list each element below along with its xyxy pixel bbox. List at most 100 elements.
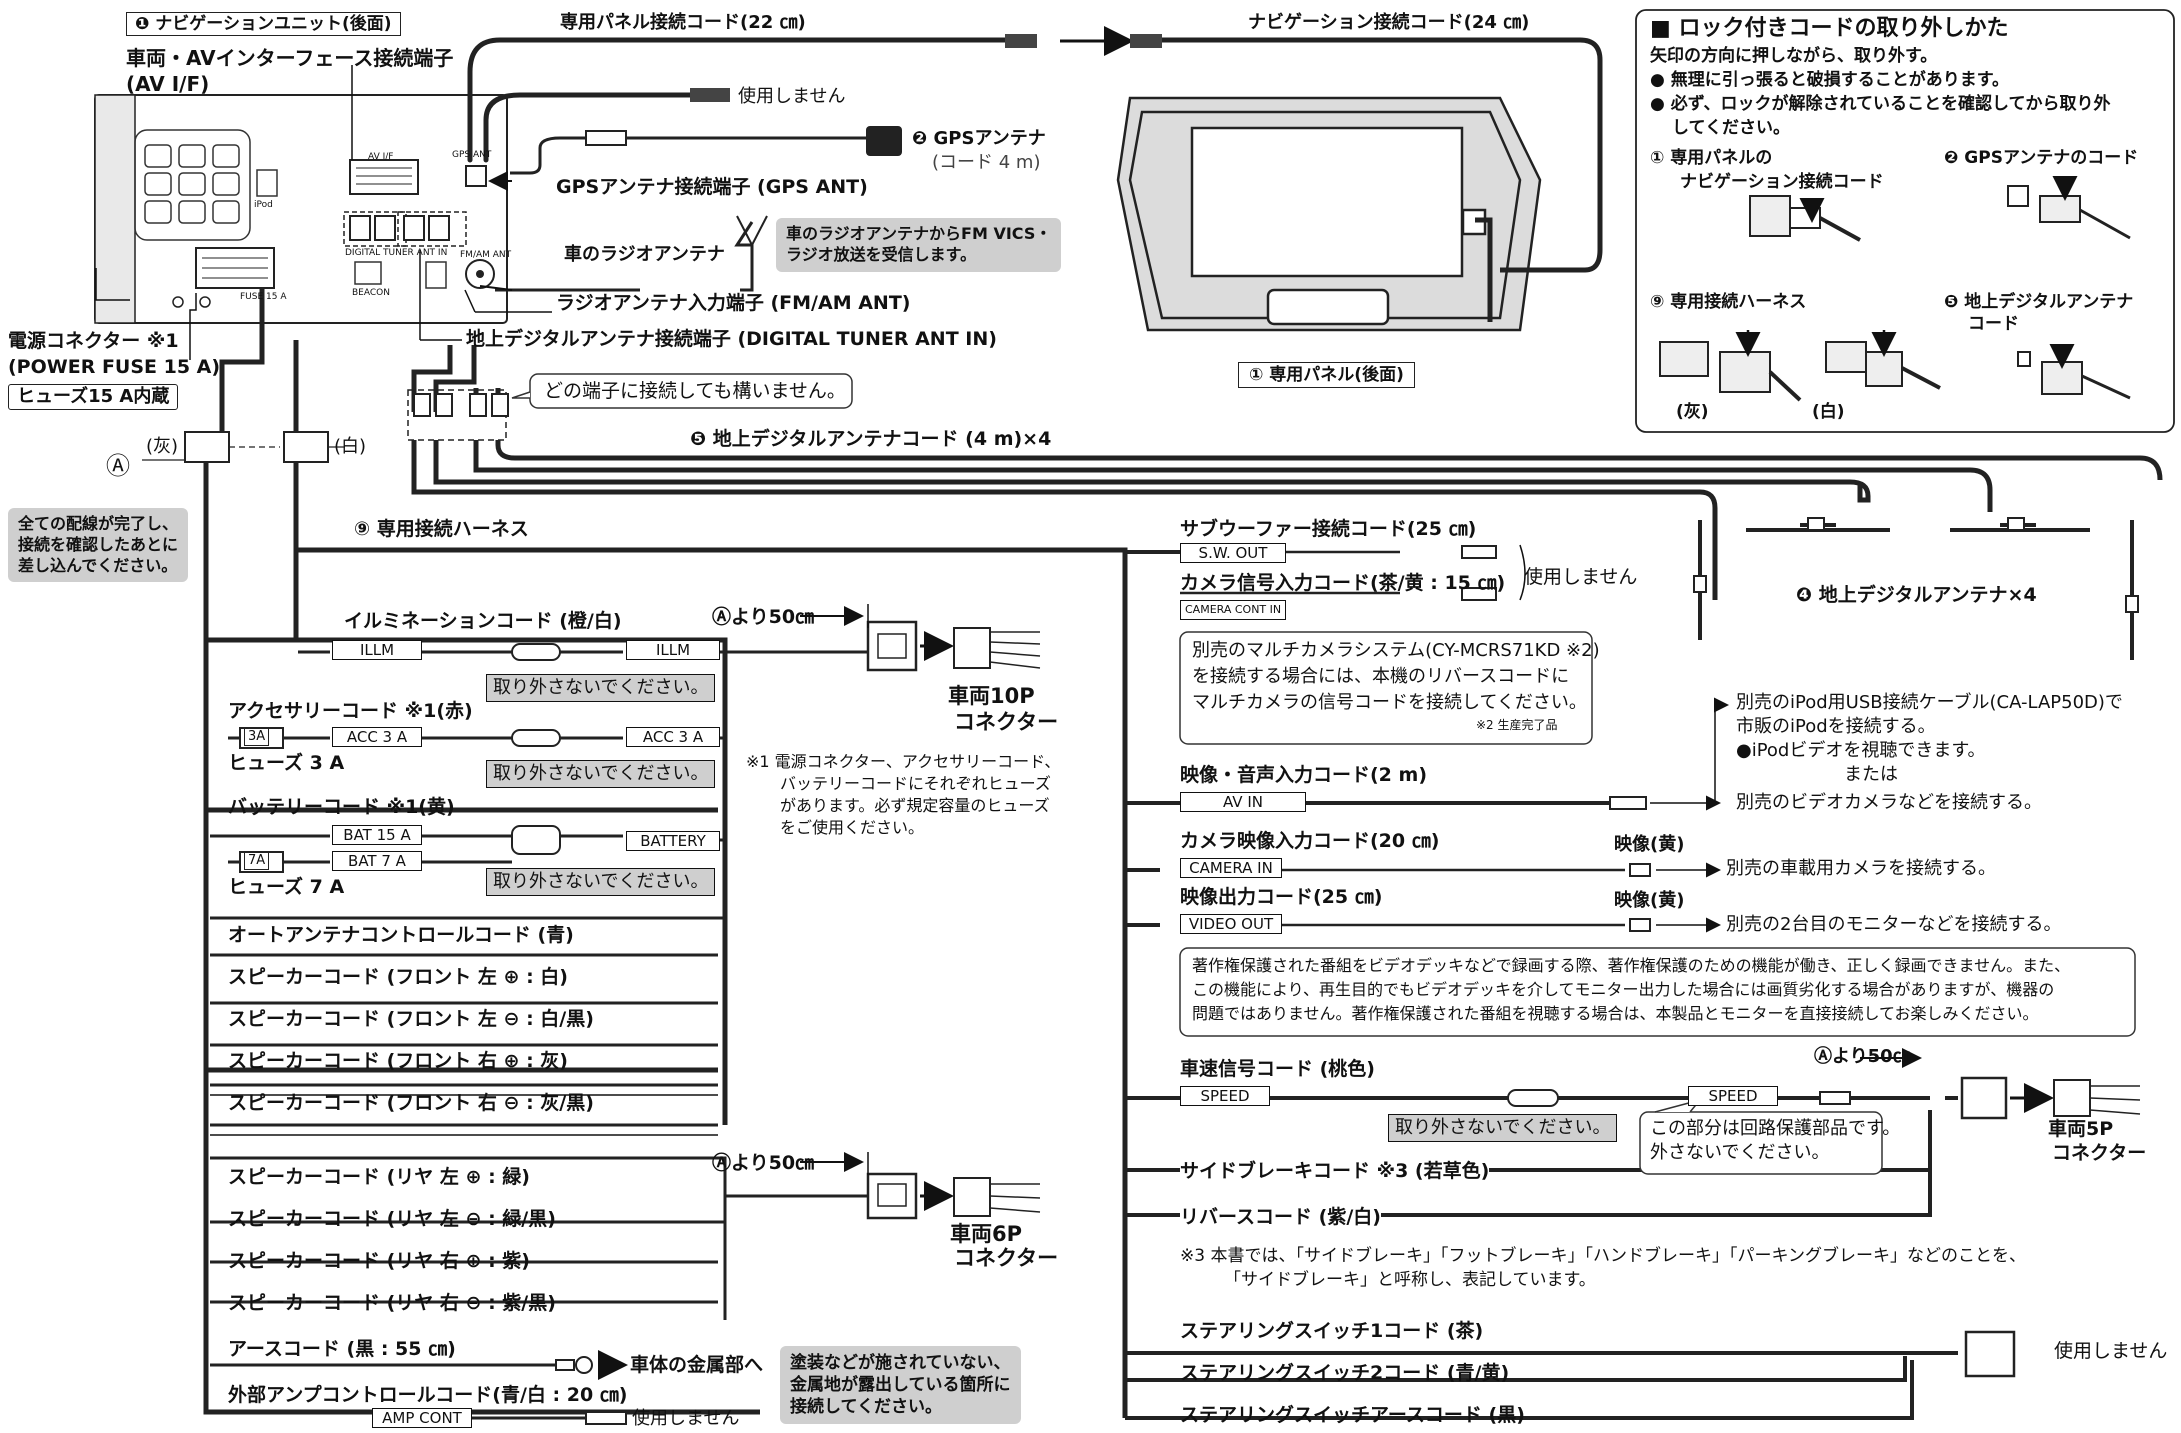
bat7-box: BAT 7 A	[332, 851, 422, 871]
sw-cord-label: サブウーファー接続コード(25 ㎝)	[1180, 518, 1477, 540]
steer2: ステアリングスイッチ2コード (青/黄)	[1180, 1362, 1510, 1384]
lock-line2: ● 無理に引っ張ると破損することがあります。	[1650, 70, 2010, 90]
acc3a-box-1: ACC 3 A	[332, 727, 422, 747]
unused-top: 使用しません	[738, 86, 846, 107]
do-not-remove-1: 取り外さないでください。	[486, 674, 716, 702]
steer1: ステアリングスイッチ1コード (茶)	[1180, 1320, 1484, 1342]
sp-rr-minus: スピーカーコード (リヤ 右 ⊖ : 紫/黒)	[228, 1292, 556, 1314]
lock-item2: ❷ GPSアンテナのコード	[1944, 148, 2139, 168]
steering-connector	[1964, 1330, 2016, 1378]
note1-3: があります。必ず規定容量のヒューズ	[780, 796, 1050, 815]
multi-3: マルチカメラの信号コードを接続してください。	[1192, 692, 1587, 713]
lock-line1: 矢印の方向に押しながら、取り外す。	[1650, 46, 1938, 66]
from-a-10p: Ⓐより50㎝	[712, 606, 815, 628]
conn10p-1: 車両10P	[948, 684, 1035, 708]
speed-cord: 車速信号コード (桃色)	[1180, 1058, 1375, 1080]
sp-rl-minus: スピーカーコード (リヤ 左 ⊖ : 緑/黒)	[228, 1208, 556, 1230]
any-terminal-note: どの端子に接続しても構いません。	[544, 380, 846, 402]
unit-gps: GPS ANT	[452, 150, 492, 160]
fuse3a-label: ヒューズ 3 A	[228, 752, 345, 774]
protect-2: 外さないでください。	[1650, 1142, 1830, 1163]
illm-box-1: ILLM	[332, 640, 422, 660]
vehicle-5p-connector	[1960, 1076, 2141, 1120]
vout-box: VIDEO OUT	[1180, 914, 1282, 934]
do-not-remove-4: 取り外さないでください。	[1388, 1114, 1618, 1142]
unit-avif: AV I/F	[368, 152, 394, 162]
panel-cord	[467, 37, 1603, 183]
video-cam: 別売のビデオカメラなどを接続する。	[1736, 792, 2042, 813]
harness-label: ⑨ 専用接続ハーネス	[354, 518, 529, 540]
nav-plug	[1130, 34, 1162, 48]
sp-fl-minus: スピーカーコード (フロント 左 ⊖ : 白/黒)	[228, 1008, 594, 1030]
conn5p-1: 車両5P	[2048, 1118, 2114, 1140]
amp-unused: 使用しません	[632, 1408, 740, 1429]
cam-box: CAMERA CONT IN	[1180, 600, 1286, 620]
ipod-2: 市販のiPodを接続する。	[1736, 716, 1936, 737]
lock-line3: ● 必ず、ロックが解除されていることを確認してから取り外	[1650, 94, 2111, 114]
unit-fuse: FUSE 15 A	[240, 292, 287, 302]
radio-antenna-label: 車のラジオアンテナ	[564, 244, 725, 265]
steer-unused: 使用しません	[2054, 1340, 2168, 1362]
fuse7a-tag: 7A	[244, 852, 270, 870]
earth-label: アースコード (黒 : 55 ㎝)	[228, 1338, 456, 1360]
from-a-6p: Ⓐより50㎝	[712, 1152, 815, 1174]
lock-line4: してください。	[1672, 118, 1790, 138]
cam-in-box: CAMERA IN	[1180, 858, 1282, 878]
ipod-4: または	[1844, 764, 1898, 785]
complete-note: 全ての配線が完了し、接続を確認したあとに差し込んでください。	[8, 508, 189, 583]
video-yellow-2: 映像(黄)	[1614, 890, 1685, 911]
white-label: (白)	[334, 436, 367, 457]
battery-label: バッテリーコード ※1(黄)	[228, 796, 455, 818]
earth-note: 塗装などが施されていない、金属地が露出している箇所に接続してください。	[780, 1346, 1021, 1425]
note1-4: をご使用ください。	[780, 818, 925, 837]
digital-terminal-label: 地上デジタルアンテナ接続端子 (DIGITAL TUNER ANT IN)	[466, 328, 997, 350]
ipod-3: ●iPodビデオを視聴できます。	[1736, 740, 1986, 761]
sw-box: S.W. OUT	[1180, 543, 1286, 563]
acc-label: アクセサリーコード ※1(赤)	[228, 700, 473, 722]
power-connector-label: 電源コネクター ※1	[8, 330, 179, 352]
sp-fr-plus: スピーカーコード (フロント 右 ⊕ : 灰)	[228, 1050, 568, 1072]
do-not-remove-2: 取り外さないでください。	[486, 760, 716, 788]
illm-box-2: ILLM	[626, 640, 720, 660]
side-brake: サイドブレーキコード ※3 (若草色)	[1180, 1160, 1490, 1183]
vout-cord: 映像出力コード(25 ㎝)	[1180, 886, 1383, 908]
unit-fmam: FM/AM ANT	[460, 250, 512, 260]
multi-1: 別売のマルチカメラシステム(CY-MCRS71KD ※2)	[1192, 640, 1600, 661]
video-yellow-1: 映像(黄)	[1614, 834, 1685, 855]
cam-in-cord: カメラ映像入力コード(20 ㎝)	[1180, 830, 1440, 852]
sw-cam-unused: 使用しません	[1524, 566, 1638, 588]
amp-box: AMP CONT	[372, 1408, 472, 1428]
unit-ipod: iPod	[254, 200, 273, 210]
copy-1: 著作権保護された番組をビデオデッキなどで録画する際、著作権保護のための機能が働き…	[1192, 956, 2071, 975]
radio-note: 車のラジオアンテナからFM VICS・ラジオ放送を受信します。	[776, 218, 1062, 272]
cam-sig-label: カメラ信号入力コード(茶/黄 : 15 ㎝)	[1180, 572, 1506, 594]
lock-gray: (灰)	[1676, 402, 1709, 422]
sp-rl-plus: スピーカーコード (リヤ 左 ⊕ : 緑)	[228, 1166, 530, 1188]
lock-white: (白)	[1812, 402, 1845, 422]
conn6p-1: 車両6P	[950, 1222, 1023, 1246]
radio-terminal-label: ラジオアンテナ入力端子 (FM/AM ANT)	[556, 292, 911, 314]
multi-2: を接続する場合には、本機のリバースコードに	[1192, 666, 1570, 687]
gps-cord-length: (コード 4 m)	[932, 152, 1041, 173]
sp-fl-plus: スピーカーコード (フロント 左 ⊕ : 白)	[228, 966, 568, 988]
gps-antenna-label: ❷ GPSアンテナ	[912, 128, 1046, 149]
amp-label: 外部アンプコントロールコード(青/白 : 20 ㎝)	[228, 1384, 628, 1406]
battery-box: BATTERY	[626, 831, 720, 851]
conn5p-2: コネクター	[2052, 1142, 2147, 1164]
fuse3a-tag: 3A	[244, 728, 270, 746]
note1-1: ※1 電源コネクター、アクセサリーコード、	[746, 752, 1061, 771]
gps-antenna-block	[866, 126, 902, 156]
unit-digital: DIGITAL TUNER ANT IN	[345, 248, 448, 258]
panel-rear-label: ① 専用パネル(後面)	[1238, 362, 1415, 389]
do-not-remove-3: 取り外さないでください。	[486, 868, 716, 896]
note1-2: バッテリーコードにそれぞれヒューズ	[780, 774, 1051, 793]
lock-item5b: コード	[1968, 314, 2019, 334]
multi-4: ※2 生産完了品	[1476, 718, 1558, 732]
speed-box-1: SPEED	[1180, 1086, 1270, 1106]
note3-2: 「サイドブレーキ」と呼称し、表記しています。	[1224, 1270, 1596, 1290]
digital-cord-label: ❺ 地上デジタルアンテナコード (4 m)×4	[690, 428, 1052, 450]
navigation-unit-rear	[94, 94, 508, 324]
power-fuse-label: (POWER FUSE 15 A)	[8, 356, 221, 378]
nav-cord-label: ナビゲーション接続コード(24 ㎝)	[1248, 12, 1530, 33]
